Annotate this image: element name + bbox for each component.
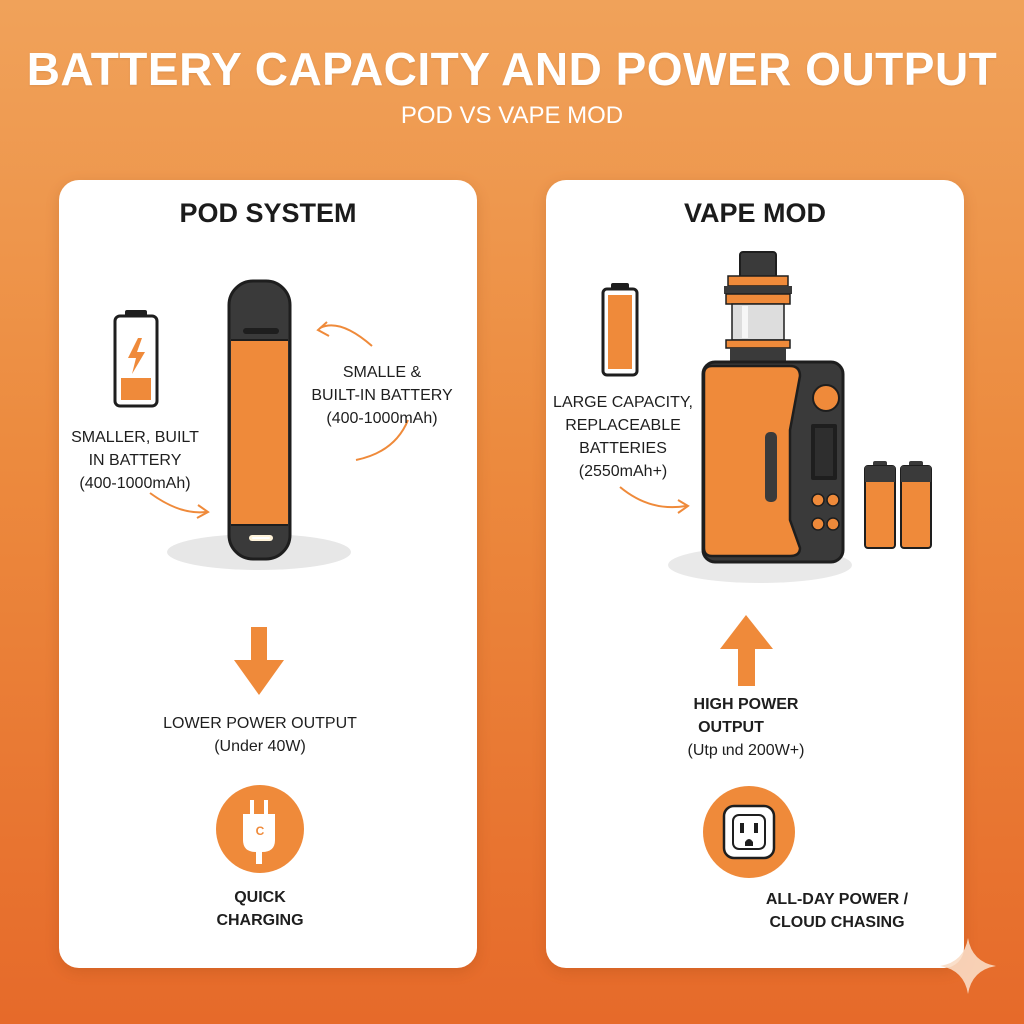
spare-battery-icon — [864, 461, 932, 549]
down-arrow-icon — [234, 627, 284, 695]
page-subtitle: POD VS VAPE MOD — [400, 102, 624, 129]
up-arrow-icon — [720, 615, 773, 686]
box-mod-device — [701, 360, 845, 564]
pod-left-battery-label: SMALLER, BUILT IN BATTERY (400-1000mAh) — [71, 429, 199, 492]
battery-full-icon — [601, 283, 639, 377]
sparkle-icon — [940, 938, 996, 994]
usb-c-plug-icon — [216, 785, 304, 873]
pod-feature-label: QUICK CHARGING — [216, 889, 304, 929]
battery-low-charging-icon — [113, 310, 159, 408]
page-title: BATTERY CAPACITY AND POWER OUTPUT — [26, 43, 998, 95]
mod-card-title: VAPE MOD — [683, 198, 826, 228]
mod-feature-label: ALL-DAY POWER / CLOUD CHASING — [765, 891, 909, 931]
pod-device — [227, 279, 292, 561]
mod-power-label: HIGH POWER OUTPUT (Utp ɩnd 200W+) — [687, 696, 805, 759]
usb-c-letter: C — [255, 824, 265, 838]
power-outlet-icon — [703, 786, 795, 878]
mod-capacity-label: LARGE CAPACITY, REPLACEABLE BATTERIES (2… — [553, 394, 693, 480]
vape-tank — [724, 251, 792, 362]
pod-card-title: POD SYSTEM — [179, 198, 357, 228]
pod-right-battery-label: SMALLE & BUILT-IN BATTERY (400-1000mAh) — [311, 364, 453, 427]
pod-power-label: LOWER POWER OUTPUT (Under 40W) — [163, 715, 357, 755]
